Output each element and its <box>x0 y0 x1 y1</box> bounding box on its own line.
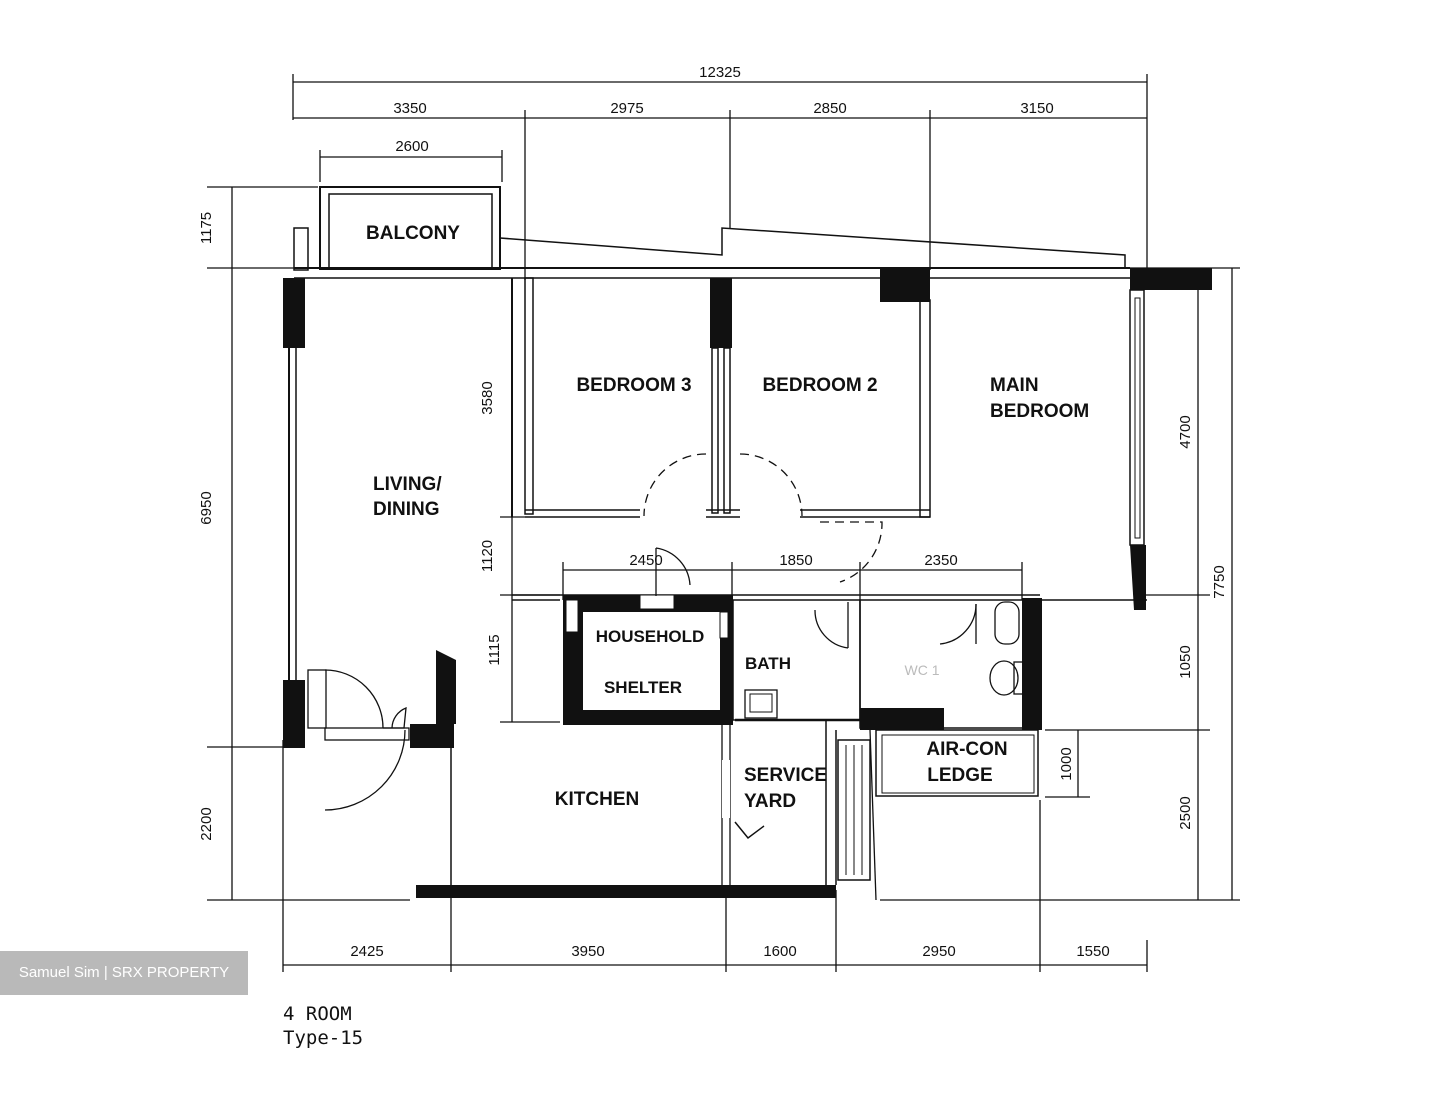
dimension-labels: 12325 3350 2975 2850 3150 2600 1175 6950… <box>198 64 1228 960</box>
watermark: Samuel Sim | SRX PROPERTY <box>0 951 248 995</box>
dim-right-total: 7750 <box>1211 565 1228 598</box>
plan-type-line2: Type-15 <box>283 1027 364 1049</box>
dim-corridor: 1120 <box>479 540 496 572</box>
plan-type-line1: 4 ROOM <box>283 1003 352 1025</box>
dim-top-4: 3150 <box>1020 100 1053 117</box>
dim-left-main: 6950 <box>198 491 215 524</box>
dim-bottom-1: 2425 <box>350 943 383 960</box>
room-aircon-2: LEDGE <box>927 765 992 786</box>
dim-bed3-depth: 3580 <box>479 381 496 414</box>
dim-aircon-depth: 1000 <box>1058 747 1075 780</box>
room-balcony: BALCONY <box>366 223 460 244</box>
room-shelter-2: SHELTER <box>604 678 682 697</box>
dim-right-main: 4700 <box>1177 415 1194 448</box>
dim-bottom-3: 1600 <box>763 943 796 960</box>
room-service-2: YARD <box>744 791 796 812</box>
room-bath: BATH <box>745 654 791 673</box>
plan-type: 4 ROOM Type-15 <box>283 1002 363 1050</box>
dim-balcony-width: 2600 <box>395 138 428 155</box>
dim-overall: 12325 <box>699 64 741 81</box>
room-service-1: SERVICE <box>744 765 827 786</box>
room-shelter-1: HOUSEHOLD <box>596 627 705 646</box>
room-aircon-1: AIR-CON <box>926 739 1007 760</box>
dim-small-left: 1115 <box>486 634 503 665</box>
dim-bottom-5: 1550 <box>1076 943 1109 960</box>
room-living-1: LIVING/ <box>373 474 442 495</box>
room-kitchen: KITCHEN <box>555 789 639 810</box>
dim-top-2: 2975 <box>610 100 643 117</box>
dim-right-mid: 1050 <box>1177 645 1194 678</box>
room-labels: BALCONY BEDROOM 3 BEDROOM 2 MAIN BEDROOM… <box>366 223 1089 812</box>
dimension-lines <box>207 74 1240 972</box>
dim-bottom-4: 2950 <box>922 943 955 960</box>
dim-left-balcony: 1175 <box>198 212 215 244</box>
dim-top-3: 2850 <box>813 100 846 117</box>
dim-wc-w: 2350 <box>924 552 957 569</box>
room-wc: WC 1 <box>905 662 940 678</box>
room-living-2: DINING <box>373 499 440 520</box>
dim-left-bottom: 2200 <box>198 807 215 840</box>
dim-top-1: 3350 <box>393 100 426 117</box>
doors <box>307 453 977 811</box>
room-bedroom2: BEDROOM 2 <box>762 375 877 396</box>
room-main-bedroom-2: BEDROOM <box>990 401 1089 422</box>
walls <box>283 186 1212 901</box>
dim-right-bottom: 2500 <box>1177 796 1194 829</box>
dim-shelter-w: 2450 <box>629 552 662 569</box>
room-main-bedroom-1: MAIN <box>990 375 1039 396</box>
dim-bottom-2: 3950 <box>571 943 604 960</box>
room-bedroom3: BEDROOM 3 <box>576 375 691 396</box>
dim-bath-w: 1850 <box>779 552 812 569</box>
